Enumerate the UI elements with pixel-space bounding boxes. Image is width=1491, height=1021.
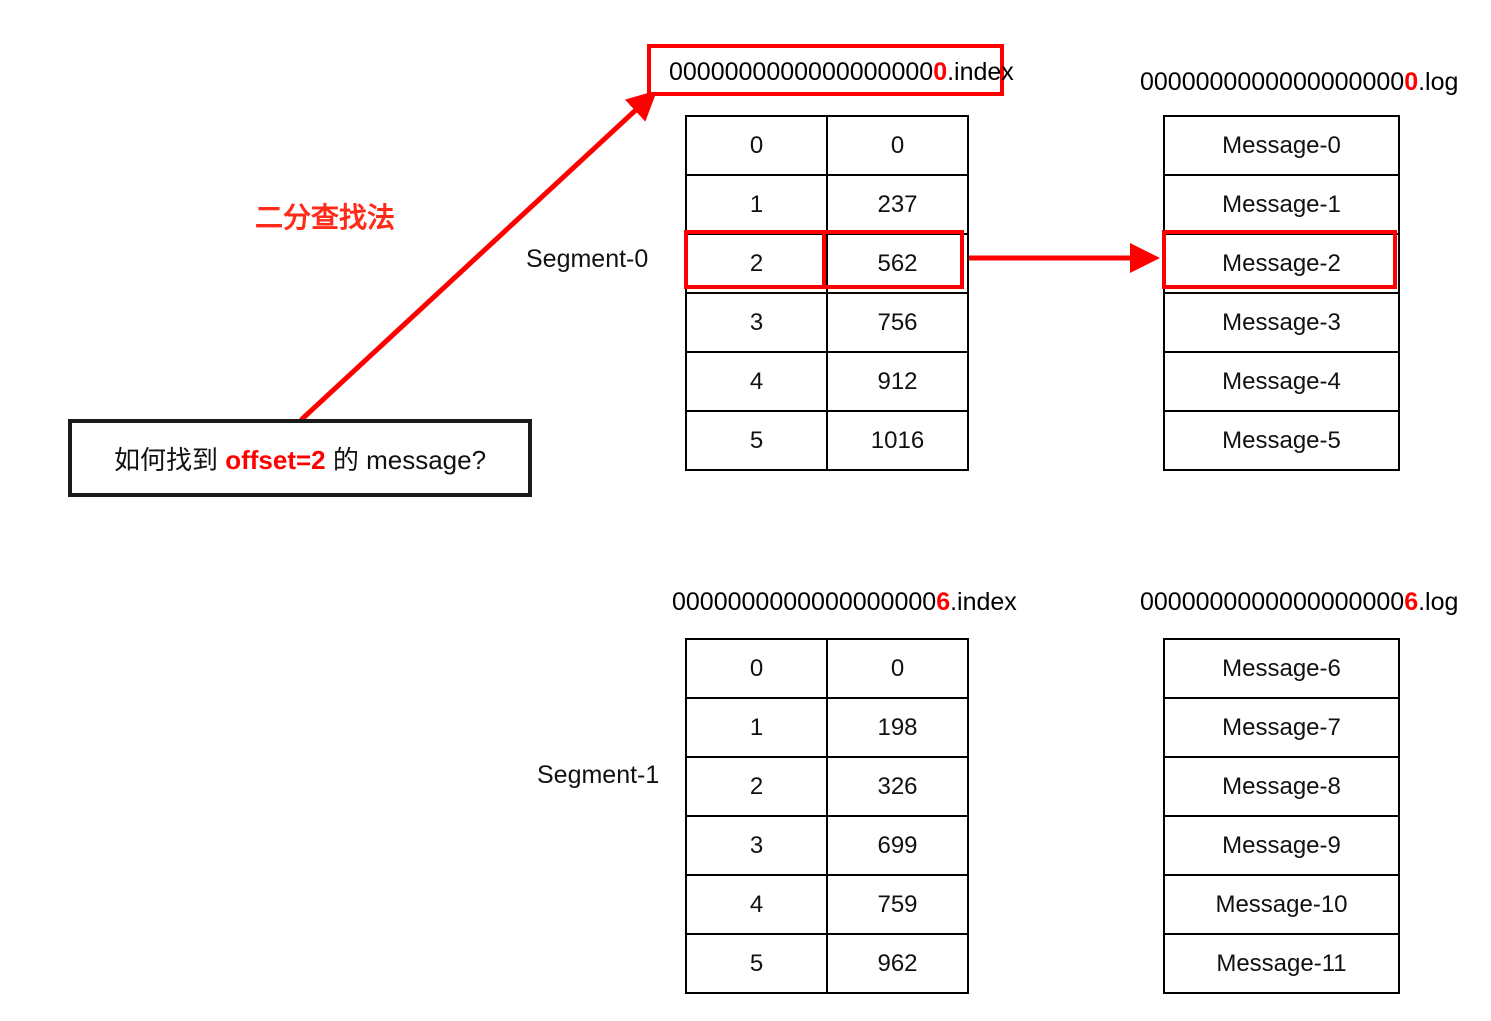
question-emphasis: offset=2 — [225, 444, 326, 475]
table-row: 2 326 — [685, 756, 969, 817]
segment-0-index-filename-zeros: 0000000000000000000 — [669, 58, 934, 86]
log-message-cell: Message-3 — [1163, 292, 1400, 353]
index-position-cell: 562 — [826, 233, 969, 294]
table-row: Message-7 — [1163, 697, 1400, 758]
log-message-cell: Message-10 — [1163, 874, 1400, 935]
segment-0-index-filename-box: 00000000000000000000.index — [647, 44, 1014, 96]
segment-1-log-filename-highlight: 6 — [1404, 588, 1419, 616]
log-message-cell: Message-2 — [1163, 233, 1400, 294]
segment-1-index-filename: 00000000000000000006.index — [672, 588, 1017, 617]
index-offset-cell: 0 — [685, 115, 828, 176]
table-row: Message-3 — [1163, 292, 1400, 353]
table-row: Message-0 — [1163, 115, 1400, 176]
segment-1-index-filename-highlight: 6 — [936, 588, 951, 616]
index-offset-cell: 3 — [685, 815, 828, 876]
index-position-cell: 0 — [826, 638, 969, 699]
segment-0-log-filename-extension: .log — [1418, 68, 1459, 96]
index-position-cell: 1016 — [826, 410, 969, 471]
index-position-cell: 326 — [826, 756, 969, 817]
segment-1-log-filename: 00000000000000000006.log — [1140, 588, 1458, 617]
table-row: 0 0 — [685, 638, 969, 699]
index-offset-cell: 1 — [685, 697, 828, 758]
log-message-cell: Message-7 — [1163, 697, 1400, 758]
index-position-cell: 962 — [826, 933, 969, 994]
index-position-cell: 198 — [826, 697, 969, 758]
index-offset-cell: 2 — [685, 233, 828, 294]
index-position-cell: 699 — [826, 815, 969, 876]
segment-0-log-filename: 00000000000000000000.log — [1140, 68, 1458, 97]
table-row-highlighted: Message-2 — [1163, 233, 1400, 294]
index-offset-cell: 0 — [685, 638, 828, 699]
log-message-cell: Message-11 — [1163, 933, 1400, 994]
table-row: 5 962 — [685, 933, 969, 994]
index-offset-cell: 2 — [685, 756, 828, 817]
table-row: 1 198 — [685, 697, 969, 758]
index-offset-cell: 4 — [685, 351, 828, 412]
table-row: 4 912 — [685, 351, 969, 412]
log-message-cell: Message-0 — [1163, 115, 1400, 176]
table-row: 5 1016 — [685, 410, 969, 471]
segment-0-log-filename-highlight: 0 — [1404, 68, 1419, 96]
segment-1-log-table: Message-6 Message-7 Message-8 Message-9 … — [1163, 638, 1400, 994]
segment-1-index-filename-zeros: 0000000000000000000 — [672, 588, 937, 616]
index-offset-cell: 5 — [685, 410, 828, 471]
log-message-cell: Message-9 — [1163, 815, 1400, 876]
log-message-cell: Message-8 — [1163, 756, 1400, 817]
index-position-cell: 759 — [826, 874, 969, 935]
segment-0-log-filename-zeros: 0000000000000000000 — [1140, 68, 1405, 96]
table-row: 3 756 — [685, 292, 969, 353]
table-row-highlighted: 2 562 — [685, 233, 969, 294]
table-row: Message-10 — [1163, 874, 1400, 935]
log-message-cell: Message-6 — [1163, 638, 1400, 699]
log-message-cell: Message-1 — [1163, 174, 1400, 235]
question-text: 如何找到 offset=2 的 message? — [114, 440, 486, 477]
index-position-cell: 237 — [826, 174, 969, 235]
table-row: 1 237 — [685, 174, 969, 235]
table-row: Message-4 — [1163, 351, 1400, 412]
table-row: 0 0 — [685, 115, 969, 176]
log-message-cell: Message-4 — [1163, 351, 1400, 412]
segment-1-log-filename-zeros: 0000000000000000000 — [1140, 588, 1405, 616]
table-row: 4 759 — [685, 874, 969, 935]
index-offset-cell: 5 — [685, 933, 828, 994]
index-offset-cell: 3 — [685, 292, 828, 353]
question-suffix: 的 message? — [325, 444, 487, 475]
segment-1-label: Segment-1 — [537, 761, 660, 789]
index-offset-cell: 1 — [685, 174, 828, 235]
table-row: Message-9 — [1163, 815, 1400, 876]
segment-0-index-table: 0 0 1 237 2 562 3 756 4 912 5 1016 — [685, 115, 969, 471]
segment-1-index-table: 0 0 1 198 2 326 3 699 4 759 5 962 — [685, 638, 969, 994]
table-row: Message-11 — [1163, 933, 1400, 994]
table-row: Message-5 — [1163, 410, 1400, 471]
segment-0-index-filename-extension: .index — [947, 58, 1014, 86]
segment-0-index-filename-highlight: 0 — [933, 58, 948, 86]
index-position-cell: 756 — [826, 292, 969, 353]
segment-1-log-filename-extension: .log — [1418, 588, 1459, 616]
binary-search-annotation: 二分查找法 — [255, 202, 396, 233]
index-position-cell: 0 — [826, 115, 969, 176]
question-box: 如何找到 offset=2 的 message? — [68, 419, 532, 497]
segment-1-index-filename-extension: .index — [950, 588, 1017, 616]
segment-0-log-table: Message-0 Message-1 Message-2 Message-3 … — [1163, 115, 1400, 471]
segment-0-label: Segment-0 — [526, 245, 649, 273]
table-row: Message-6 — [1163, 638, 1400, 699]
table-row: Message-1 — [1163, 174, 1400, 235]
question-prefix: 如何找到 — [113, 444, 226, 475]
table-row: 3 699 — [685, 815, 969, 876]
table-row: Message-8 — [1163, 756, 1400, 817]
index-offset-cell: 4 — [685, 874, 828, 935]
index-position-cell: 912 — [826, 351, 969, 412]
log-message-cell: Message-5 — [1163, 410, 1400, 471]
